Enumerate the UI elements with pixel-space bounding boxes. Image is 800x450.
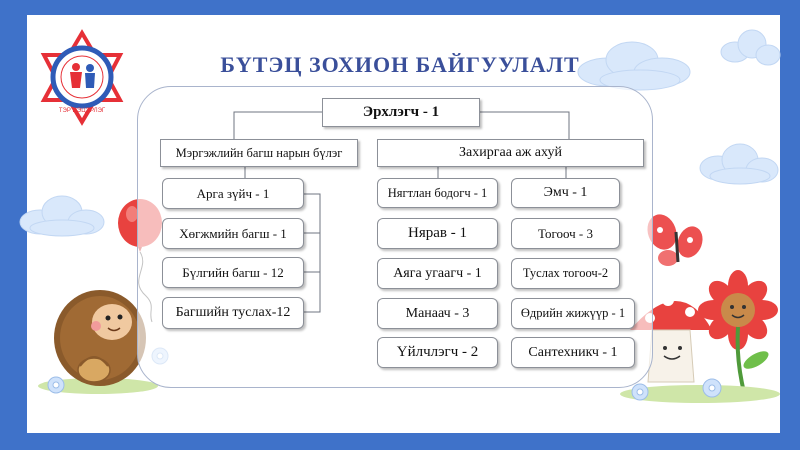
org-node-doctor: Эмч - 1	[511, 178, 620, 208]
slide-title: БҮТЭЦ ЗОХИОН БАЙГУУЛАЛТ	[220, 52, 580, 77]
org-node-duty-officer: Өдрийн жижүүр - 1	[511, 298, 635, 329]
cloud-icon	[19, 195, 105, 237]
org-node-methodologist: Арга зүйч - 1	[162, 178, 304, 209]
flower-icon	[698, 270, 778, 393]
org-node-cook: Тогооч - 3	[511, 218, 620, 249]
grass	[620, 385, 780, 403]
org-node-plumber: Сантехникч - 1	[511, 337, 635, 368]
logo-bottom-text: ТЭР ЦЭЦЭРЛЭГ	[59, 108, 106, 114]
cloud-icon	[577, 41, 691, 91]
butterfly-icon	[647, 214, 703, 266]
logo: ТЭР ЦЭЦЭРЛЭГ	[40, 29, 124, 126]
hedgehog-illustration	[38, 290, 158, 394]
cloud-icon	[699, 143, 779, 185]
org-node-cleaner: Үйлчлэгч - 2	[377, 337, 498, 368]
org-node-administration: Захиргаа аж ахуй	[377, 139, 644, 167]
cloud-icon	[720, 29, 781, 66]
org-node-professional-teachers-group: Мэргэжлийн багш нарын бүлэг	[160, 139, 358, 167]
org-node-group-teacher: Бүлгийн багш - 12	[162, 257, 304, 288]
org-node-music-teacher: Хөгжмийн багш - 1	[162, 218, 304, 249]
flower-icon	[631, 378, 722, 401]
org-node-director: Эрхлэгч - 1	[322, 98, 480, 127]
org-node-teacher-assistant: Багшийн туслах-12	[162, 297, 304, 329]
org-node-storekeeper: Нярав - 1	[377, 218, 498, 249]
mushroom-illustration	[630, 294, 712, 383]
org-node-assistant-cook: Туслах тогооч-2	[511, 258, 620, 289]
org-node-dishwasher: Аяга угаагч - 1	[377, 258, 498, 289]
org-node-guard: Манаач - 3	[377, 298, 498, 329]
org-node-accountant: Нягтлан бодогч - 1	[377, 178, 498, 208]
